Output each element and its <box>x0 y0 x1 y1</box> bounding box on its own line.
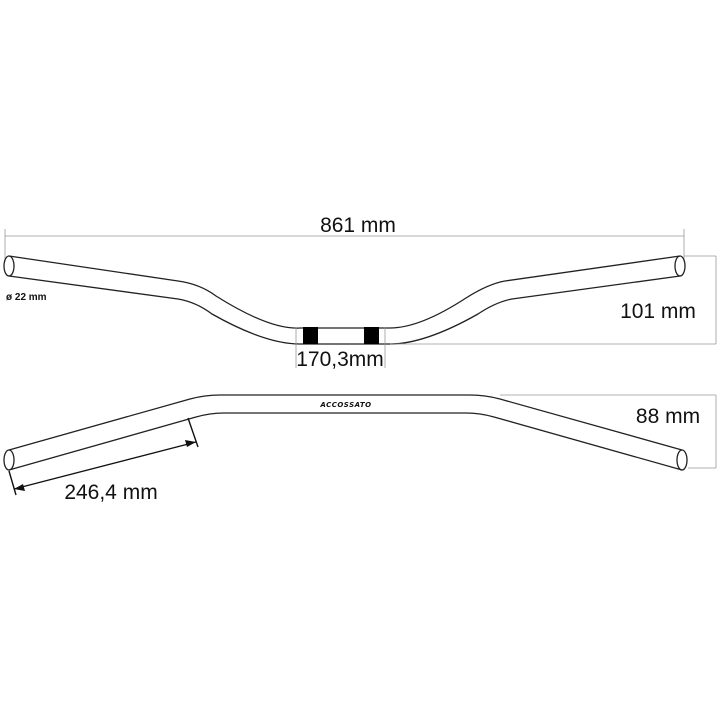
grip-length-arrow-right <box>185 440 196 447</box>
grip-length-tick-left <box>8 470 17 496</box>
plan-right-tube-end <box>676 449 688 471</box>
front-view: 861 mm 170,3mm ø 22 mm 101 mm <box>3 214 717 371</box>
tube-diameter-label: ø 22 mm <box>6 292 47 303</box>
handlebar-upper-edge <box>8 255 681 329</box>
grip-length-arrow-left <box>14 484 25 491</box>
clamp-mark-right <box>364 327 379 344</box>
plan-handlebar-upper-edge <box>8 394 683 451</box>
pullback-dimension-label: 88 mm <box>636 405 700 428</box>
plan-left-tube-end <box>3 449 15 471</box>
center-width-label: 170,3mm <box>296 348 384 371</box>
right-tube-end <box>674 255 686 277</box>
rise-dimension-label: 101 mm <box>620 300 696 323</box>
plan-view: ACCOSSATO 88 mm 246,4 mm <box>3 394 717 504</box>
width-dimension-label: 861 mm <box>320 214 396 237</box>
clamp-mark-left <box>303 327 318 344</box>
handlebar-lower-edge <box>8 275 681 345</box>
grip-length-dimension-line <box>13 441 197 490</box>
plan-handlebar-lower-edge <box>8 412 683 471</box>
left-tube-end <box>3 255 15 277</box>
grip-length-label: 246,4 mm <box>64 481 157 504</box>
grip-length-tick-right <box>187 417 199 448</box>
brand-logo: ACCOSSATO <box>319 401 371 409</box>
